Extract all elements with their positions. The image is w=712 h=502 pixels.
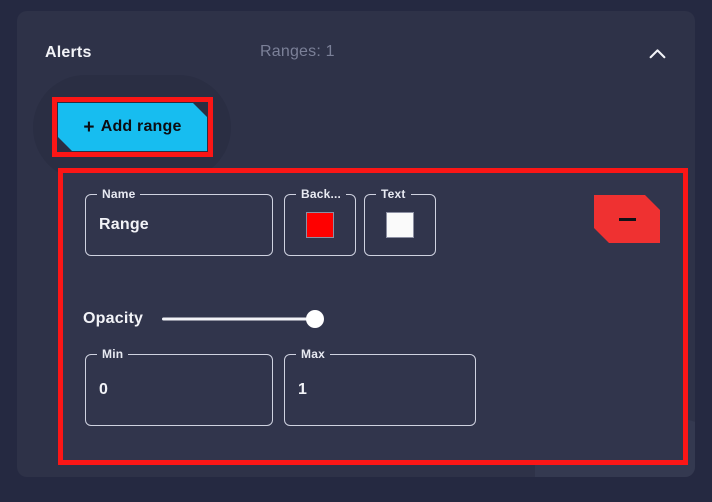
range-min-value: 0 <box>99 381 109 398</box>
range-text-color-field[interactable]: Text <box>364 187 436 256</box>
background-color-swatch[interactable] <box>306 212 334 238</box>
panel-header: Alerts Ranges: 1 <box>17 11 695 95</box>
chevron-up-icon <box>649 48 666 59</box>
collapse-panel-button[interactable] <box>637 33 677 73</box>
opacity-slider-thumb[interactable] <box>306 310 325 328</box>
text-color-swatch[interactable] <box>386 212 414 238</box>
plus-icon: + <box>83 116 95 138</box>
opacity-slider[interactable] <box>162 309 325 329</box>
range-max-label: Max <box>296 347 330 362</box>
ranges-count-label: Ranges: 1 <box>260 43 335 60</box>
range-min-label: Min <box>97 347 129 362</box>
range-name-label: Name <box>97 187 141 202</box>
range-max-field[interactable]: Max 1 <box>284 347 476 426</box>
alerts-panel: Alerts Ranges: 1 + Add range Name Range … <box>17 11 695 477</box>
range-text-label: Text <box>376 187 411 202</box>
opacity-label: Opacity <box>83 310 144 327</box>
opacity-slider-track[interactable] <box>162 317 316 321</box>
range-name-value: Range <box>99 216 149 233</box>
minus-icon <box>619 218 636 221</box>
page-title: Alerts <box>45 44 92 61</box>
add-range-button[interactable]: + Add range <box>58 103 207 151</box>
add-range-label: Add range <box>100 118 182 135</box>
range-max-value: 1 <box>298 381 308 398</box>
range-card: Name Range Back... Text Opacity Min 0 M <box>63 173 683 460</box>
range-background-label: Back... <box>296 187 347 202</box>
range-background-color-field[interactable]: Back... <box>284 187 356 256</box>
opacity-row: Opacity <box>83 304 363 334</box>
range-min-field[interactable]: Min 0 <box>85 347 273 426</box>
range-name-field[interactable]: Name Range <box>85 187 273 256</box>
delete-range-button[interactable] <box>594 195 660 243</box>
